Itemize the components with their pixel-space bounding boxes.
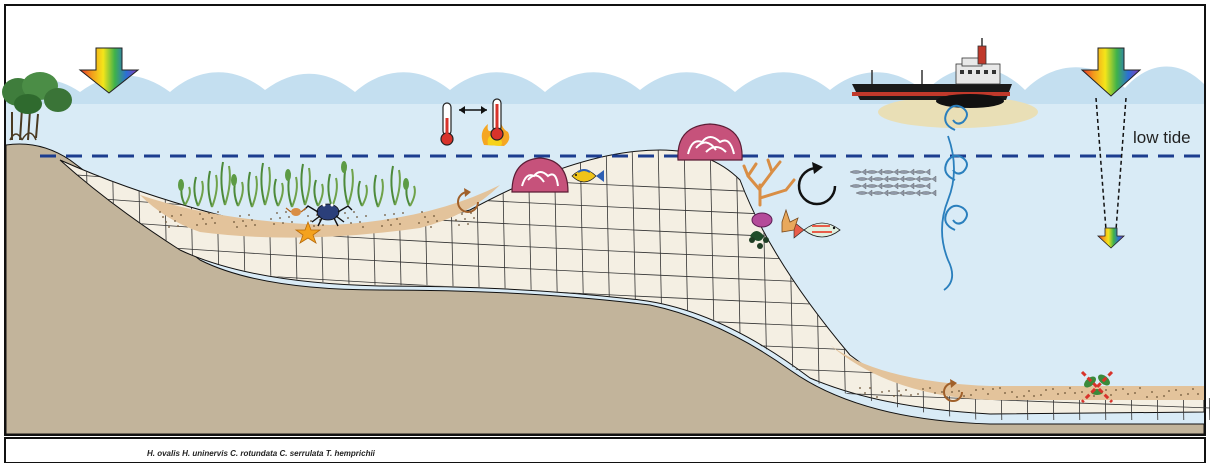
thermometer-cold-icon xyxy=(441,103,453,145)
low-tide-label: low tide xyxy=(1133,128,1191,147)
species-caption: H. ovalis H. uninervis C. rotundata C. s… xyxy=(147,449,376,458)
oil-spill-icon xyxy=(936,94,1004,108)
